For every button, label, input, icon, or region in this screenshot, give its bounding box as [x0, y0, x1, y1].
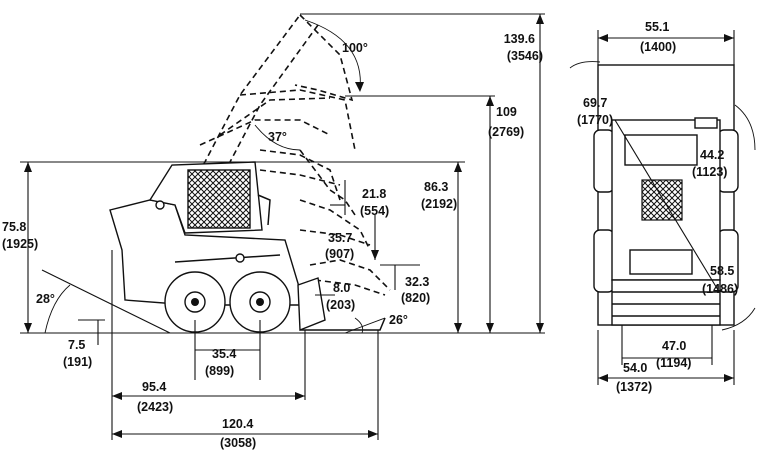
angle-37-label: 37°	[268, 130, 287, 144]
departure-angle-label: 28°	[36, 292, 55, 306]
side-view-labels: 139.6 (3546) 100° 109 (2769) 37° 86.3 (2…	[2, 32, 543, 450]
track-width-in: 47.0	[662, 339, 686, 353]
rollback-angle-label: 26°	[389, 313, 408, 327]
wheelbase-mm: (899)	[205, 364, 234, 378]
length-with-bucket-mm: (3058)	[220, 436, 256, 450]
turning-radius-diag-mm: (1486)	[702, 282, 738, 296]
overall-width-mm: (1400)	[640, 40, 676, 54]
cab-height-in: 75.8	[2, 220, 26, 234]
side-view	[20, 13, 545, 440]
height-overall-mm: (2192)	[421, 197, 457, 211]
height-overall-in: 86.3	[424, 180, 448, 194]
turning-radius-front-mm: (1770)	[577, 113, 613, 127]
cab-cage	[187, 169, 251, 229]
skid-steer-machine	[109, 161, 386, 333]
overall-width-in: 55.1	[645, 20, 669, 34]
dump-reach-in: 21.8	[362, 187, 386, 201]
raised-arm-ghost	[184, 14, 391, 296]
height-hinge-in: 139.6	[504, 32, 535, 46]
ground-clearance-in: 7.5	[68, 338, 85, 352]
track-width-mm: (1194)	[656, 356, 691, 370]
height-hinge-mm: (3546)	[507, 49, 543, 63]
turning-radius-diag-in: 58.5	[710, 264, 734, 278]
top-view-labels: 55.1 (1400) 69.7 (1770) 44.2 (1123) 58.5…	[577, 20, 738, 394]
length-no-bucket-mm: (2423)	[137, 400, 173, 414]
height-dump-in: 109	[496, 105, 517, 119]
bucket-height-mm: (203)	[326, 298, 355, 312]
width-tires-in: 54.0	[623, 361, 647, 375]
width-tires-mm: (1372)	[616, 380, 652, 394]
dump-reach-mm: (554)	[360, 204, 389, 218]
ground-clearance-mm: (191)	[63, 355, 92, 369]
turning-radius-side-mm: (1123)	[692, 165, 727, 179]
wheelbase-in: 35.4	[212, 347, 236, 361]
dump-angle-label: 100°	[342, 41, 368, 55]
bucket-height-in: 8.0	[333, 281, 350, 295]
bucket-width-mm: (820)	[401, 291, 430, 305]
height-dump-mm: (2769)	[488, 125, 524, 139]
length-with-bucket-in: 120.4	[222, 417, 253, 431]
length-no-bucket-in: 95.4	[142, 380, 166, 394]
dump-height-mm: (907)	[325, 247, 354, 261]
top-cab-cage	[641, 179, 683, 221]
cab-height-mm: (1925)	[2, 237, 38, 251]
top-view	[569, 30, 756, 385]
bucket-width-in: 32.3	[405, 275, 429, 289]
dump-height-in: 35.7	[328, 231, 352, 245]
turning-radius-side-in: 44.2	[700, 148, 724, 162]
turning-radius-front-in: 69.7	[583, 96, 607, 110]
